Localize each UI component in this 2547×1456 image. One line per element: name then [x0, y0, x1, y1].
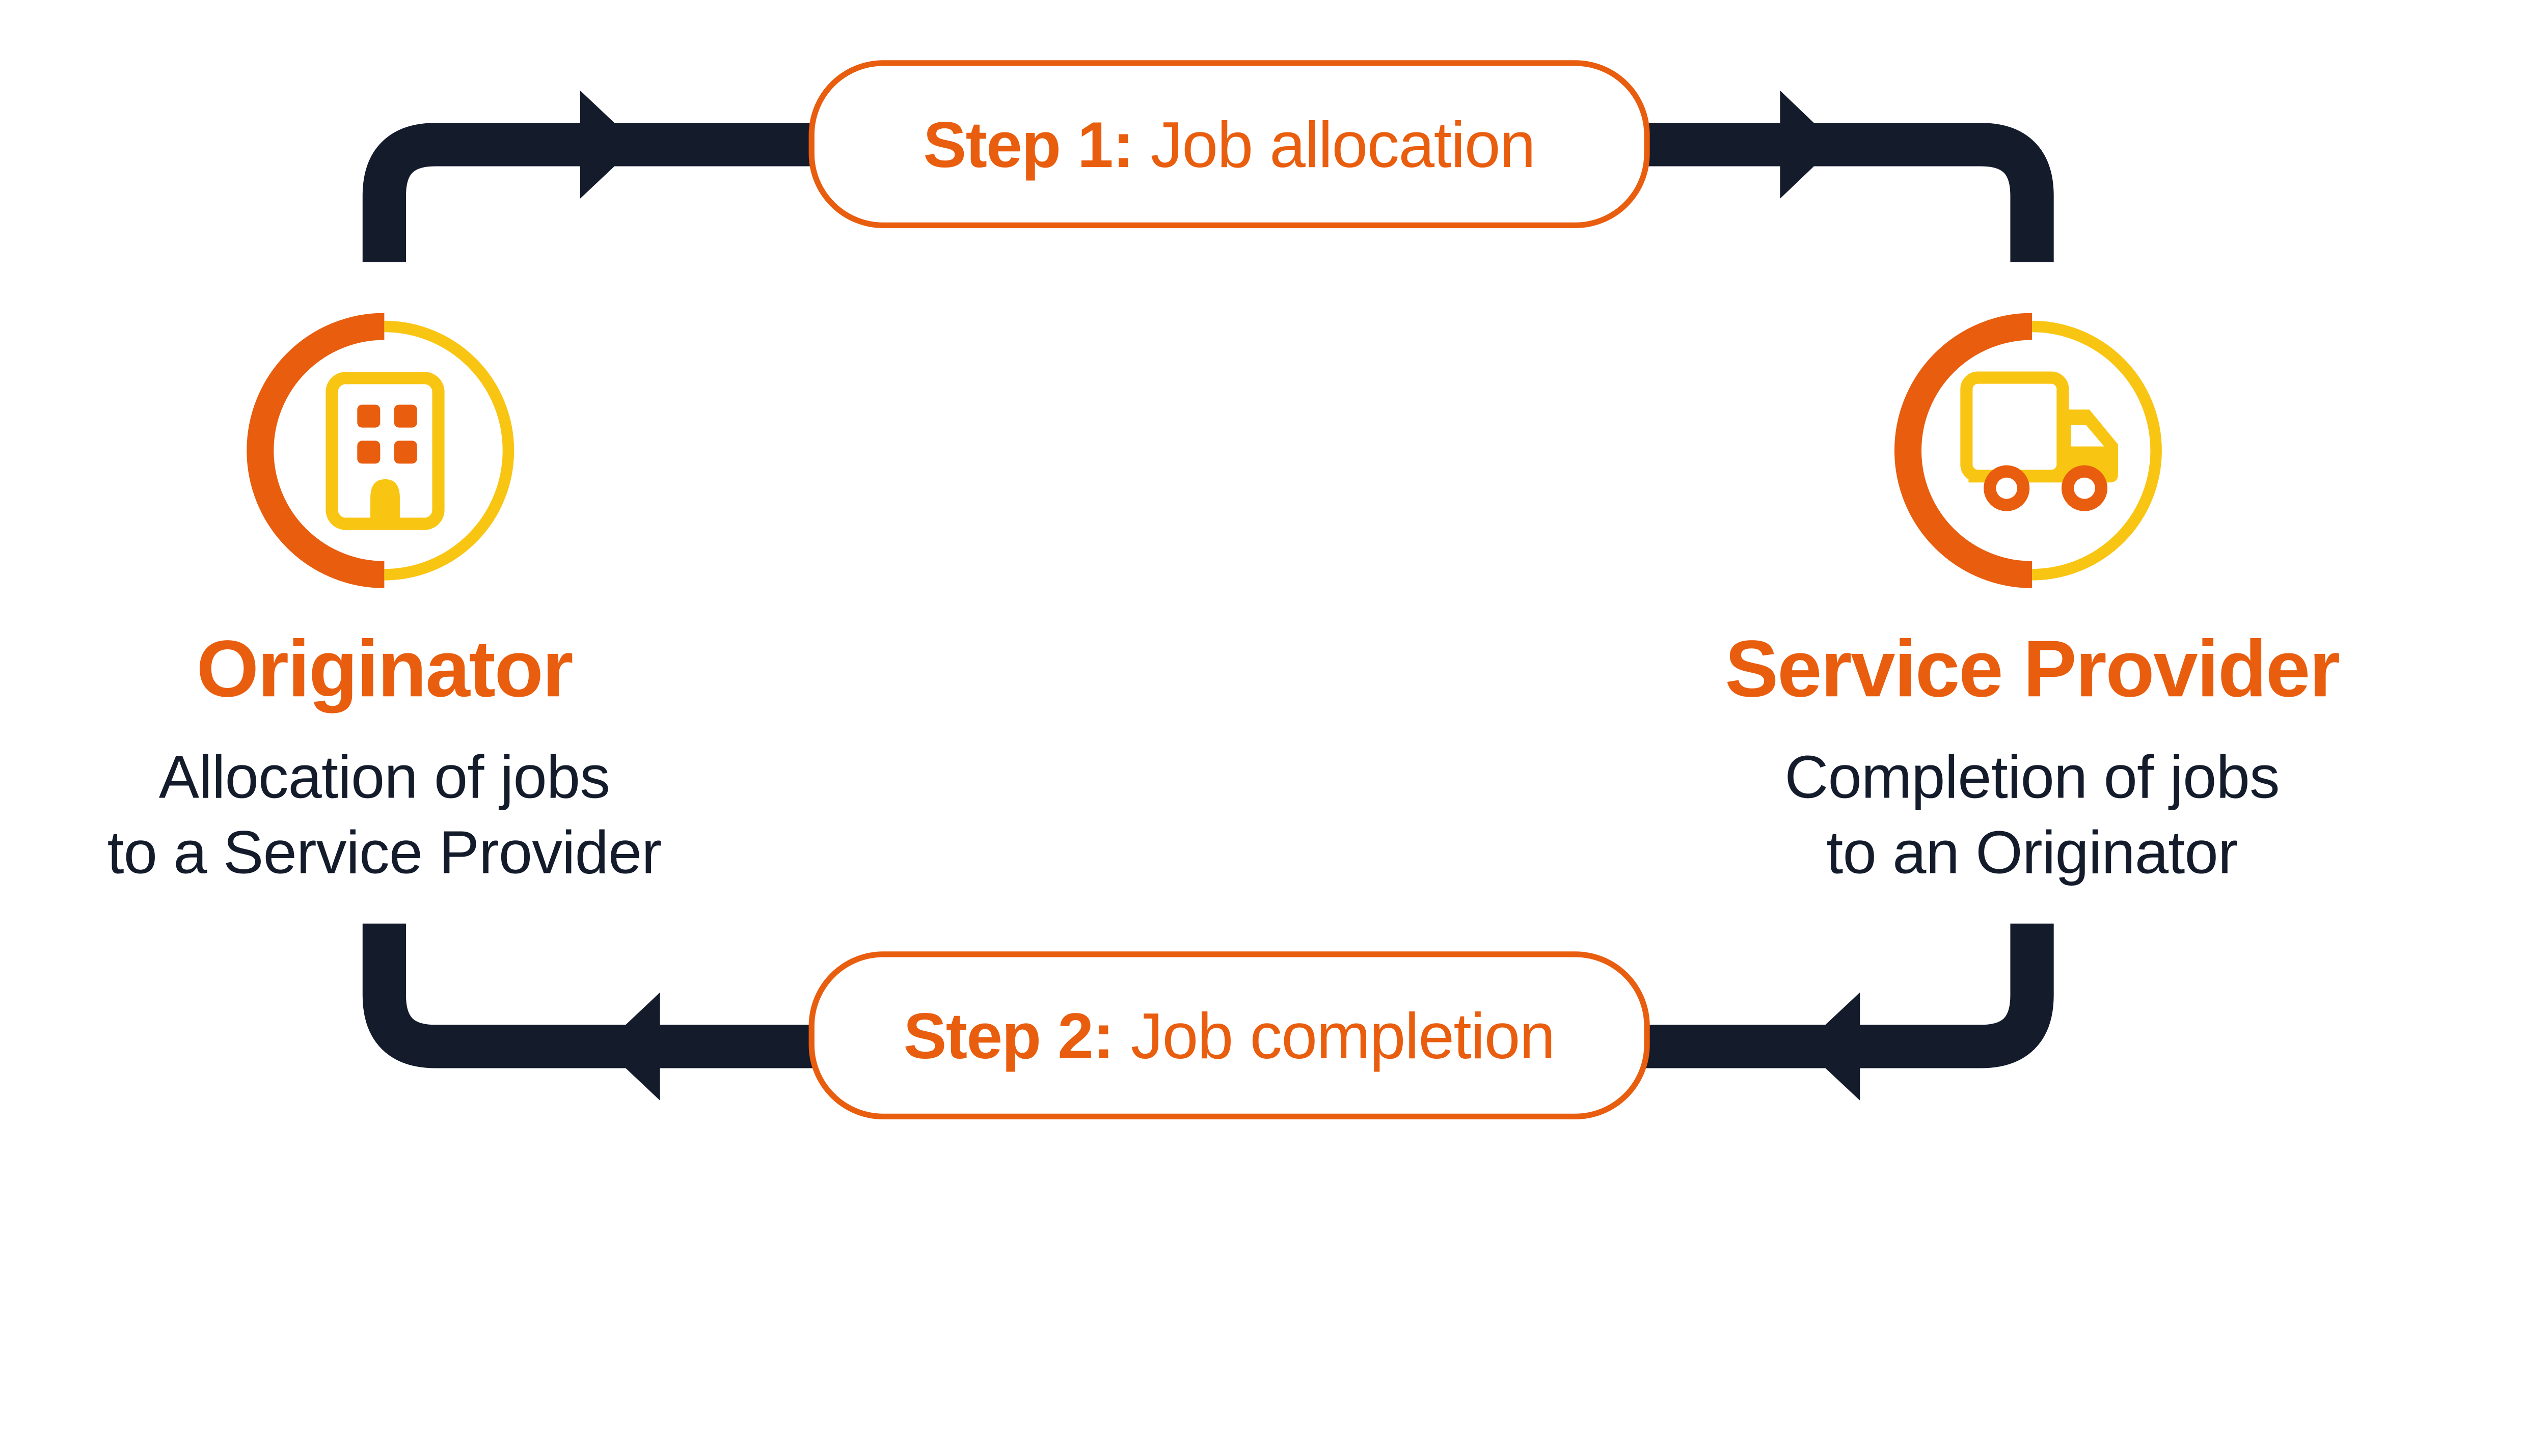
- diagram-canvas: Step 1: Job allocation Step 2: Job compl…: [107, 60, 2341, 1119]
- step2-prefix: Step 2:: [904, 1000, 1114, 1072]
- originator-ring-yellow: [384, 320, 514, 581]
- step1-text: Job allocation: [1133, 108, 1535, 181]
- workflow-diagram: Step 1: Job allocation Step 2: Job compl…: [107, 60, 2341, 1119]
- service-provider-ring-yellow: [2032, 320, 2162, 581]
- step2-badge: Step 2: Job completion: [808, 951, 1650, 1119]
- originator-desc-line2: to a Service Provider: [107, 819, 661, 887]
- step1-badge: Step 1: Job allocation: [808, 60, 1650, 228]
- service-provider-node: Service Provider Completion of jobs to a…: [1725, 313, 2340, 887]
- arrow-right-icon: [580, 90, 638, 199]
- step1-pill: [808, 60, 1650, 228]
- originator-node: Originator Allocation of jobs to a Servi…: [107, 313, 662, 887]
- truck-icon: [1960, 371, 2118, 511]
- truck-window: [2071, 425, 2104, 447]
- step2-label: Step 2: Job completion: [904, 1000, 1555, 1072]
- step2-pill: [808, 951, 1650, 1119]
- originator-name: Originator: [197, 624, 573, 713]
- service-provider-ring-orange: [1894, 313, 2033, 588]
- step1-prefix: Step 1:: [923, 108, 1133, 181]
- arrow-left-icon: [603, 992, 660, 1101]
- originator-ring-orange: [247, 313, 385, 588]
- building-icon: [326, 372, 445, 530]
- arrow-left-icon: [1802, 992, 1860, 1101]
- arrow-right-icon: [1780, 90, 1837, 199]
- service-provider-desc-line2: to an Originator: [1826, 819, 2237, 887]
- step2-text: Job completion: [1114, 1000, 1555, 1072]
- service-provider-name: Service Provider: [1725, 624, 2339, 713]
- originator-desc-line1: Allocation of jobs: [159, 744, 610, 811]
- service-provider-desc-line1: Completion of jobs: [1784, 744, 2279, 811]
- building-door: [370, 479, 400, 524]
- step1-label: Step 1: Job allocation: [923, 108, 1535, 181]
